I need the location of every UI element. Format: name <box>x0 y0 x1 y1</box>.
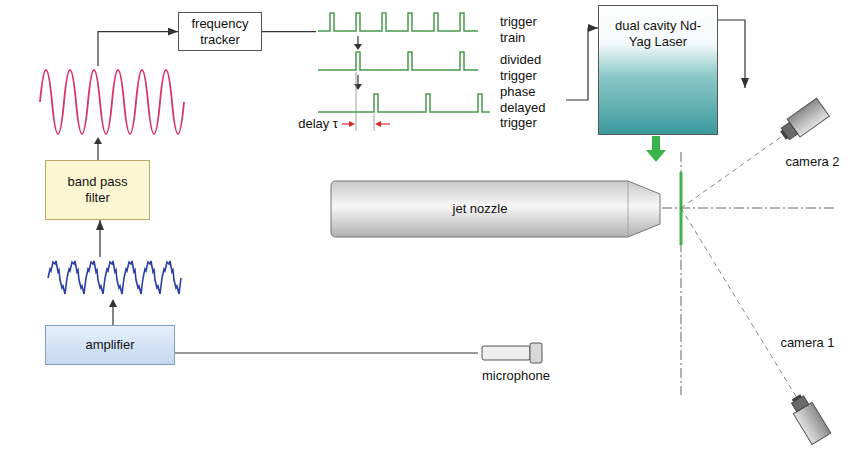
delay-arrow <box>380 123 390 124</box>
microphone-shape <box>478 340 554 392</box>
signal-connector <box>175 352 478 353</box>
pulse-train <box>318 52 478 70</box>
filtered-wave <box>40 70 184 134</box>
step-arrow <box>357 75 358 85</box>
node-label: frequency tracker <box>184 16 256 47</box>
arrow-head <box>94 137 102 144</box>
jet-nozzle: jet nozzle <box>330 180 662 238</box>
arrow-head <box>354 84 362 90</box>
node-label: band pass filter <box>62 174 134 205</box>
view-axis <box>681 208 797 398</box>
signal-connector <box>262 28 598 100</box>
signal-connector <box>98 32 178 160</box>
node-label: camera 2 <box>785 154 840 170</box>
delay-label: delay τ <box>282 116 338 132</box>
laser-box: dual cavity Nd-Yag Laser <box>598 5 718 135</box>
delay-arrow <box>342 123 350 124</box>
center-line <box>662 208 835 209</box>
signal-label: divided trigger <box>500 52 560 83</box>
arrow-head <box>109 299 117 307</box>
node-label: camera 1 <box>780 335 835 351</box>
raw-wave <box>48 261 181 294</box>
view-axis <box>681 132 788 208</box>
filter-box: band pass filter <box>45 160 150 220</box>
pulse-train <box>318 13 478 31</box>
process-box: frequency tracker <box>178 12 262 51</box>
microphone: microphone <box>478 340 554 392</box>
amplifier-box: amplifier <box>45 325 175 365</box>
delay-arrow <box>375 121 381 127</box>
laser-beam <box>652 136 660 150</box>
delay-arrow <box>349 121 355 127</box>
node-label: amplifier <box>55 337 165 353</box>
node-label: dual cavity Nd-Yag Laser <box>608 18 708 49</box>
signal-label: trigger train <box>500 14 560 45</box>
camera-shape <box>735 88 845 198</box>
center-line <box>681 152 682 395</box>
laser-beam <box>646 150 666 162</box>
signal-connector <box>718 20 745 88</box>
delay-guide <box>356 72 357 131</box>
pulse-train <box>318 94 490 112</box>
camera: camera 2 <box>735 88 845 198</box>
signal-connector <box>100 220 113 325</box>
step-arrow <box>357 36 358 45</box>
node-label: jet nozzle <box>380 201 580 217</box>
signal-label: phase delayed trigger <box>500 84 560 131</box>
delay-guide <box>374 114 375 131</box>
node-label: microphone <box>478 368 554 384</box>
arrow-head <box>354 44 362 50</box>
camera: camera 1 <box>755 330 856 452</box>
